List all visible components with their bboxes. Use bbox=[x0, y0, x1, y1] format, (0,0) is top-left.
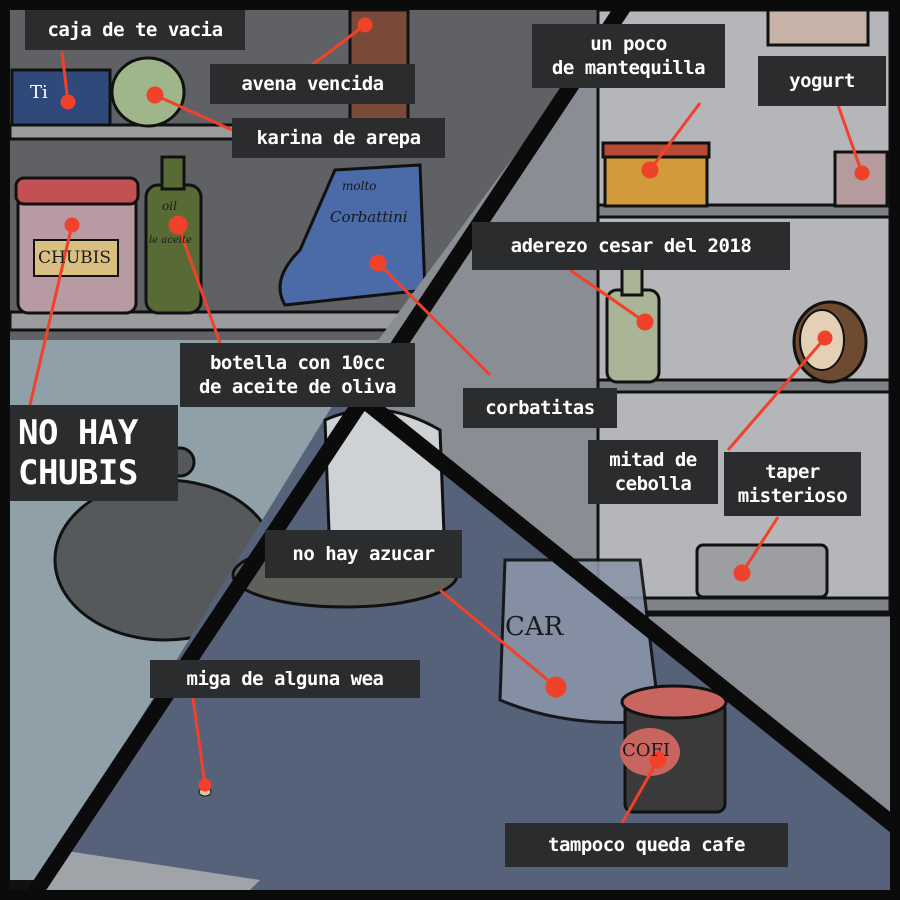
label-sugar: no hay azucar bbox=[265, 530, 462, 578]
label-butter: un poco de mantequilla bbox=[532, 24, 725, 88]
coffee-jar-text: COFI bbox=[622, 740, 671, 761]
sugar-jar-text: CAR bbox=[505, 612, 564, 642]
annotation-pointers bbox=[28, 17, 870, 824]
label-no-chubis: NO HAY CHUBIS bbox=[10, 405, 178, 501]
label-tea-box: caja de te vacia bbox=[25, 10, 245, 50]
label-crumb: miga de alguna wea bbox=[150, 660, 420, 698]
label-arepa-flour: karina de arepa bbox=[232, 118, 445, 158]
label-yogurt: yogurt bbox=[758, 56, 886, 106]
label-butter-line-1: un poco bbox=[590, 33, 667, 55]
label-oats: avena vencida bbox=[210, 64, 415, 104]
label-caesar-dressing: aderezo cesar del 2018 bbox=[472, 222, 790, 270]
pasta-bag-text-2: Corbattini bbox=[330, 208, 408, 226]
label-no-chubis-line-1: NO HAY bbox=[18, 413, 138, 453]
label-no-chubis-line-2: CHUBIS bbox=[18, 453, 138, 493]
label-olive-oil-line-2: de aceite de oliva bbox=[199, 376, 396, 398]
tea-box-text: Ti bbox=[30, 82, 48, 103]
pasta-bag-text-1: molto bbox=[342, 179, 377, 193]
label-tupper-line-1: taper bbox=[765, 461, 820, 483]
oil-bottle-text-1: oil bbox=[162, 199, 177, 213]
label-onion: mitad de cebolla bbox=[588, 440, 718, 504]
label-tupper: taper misterioso bbox=[724, 452, 861, 516]
label-onion-line-2: cebolla bbox=[614, 473, 692, 495]
label-olive-oil-line-1: botella con 10cc bbox=[209, 352, 386, 374]
oil-bottle-text-2: le aceite bbox=[149, 235, 192, 246]
label-olive-oil: botella con 10cc de aceite de oliva bbox=[180, 343, 415, 407]
label-tupper-line-2: misterioso bbox=[737, 485, 848, 507]
label-onion-line-1: mitad de bbox=[609, 449, 697, 471]
label-coffee: tampoco queda cafe bbox=[505, 823, 788, 867]
label-pasta: corbatitas bbox=[463, 388, 617, 428]
chubis-jar-text: CHUBIS bbox=[38, 248, 112, 268]
label-butter-line-2: de mantequilla bbox=[551, 57, 706, 79]
